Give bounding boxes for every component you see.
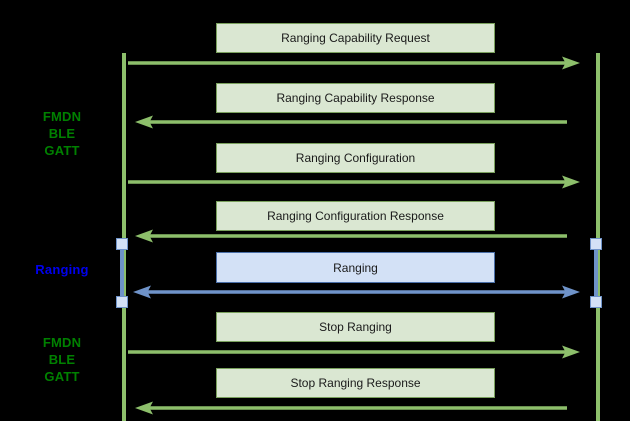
message-box-stop-ranging-response: Stop Ranging Response	[216, 368, 495, 398]
right-activation-bar	[594, 246, 598, 304]
right-lifeline	[596, 53, 600, 421]
phase-label-fmdn-ble-gatt-top: FMDN BLE GATT	[42, 109, 82, 159]
right-activation-start-square	[590, 238, 602, 250]
message-arrow-ranging-configuration-response	[135, 229, 567, 243]
message-arrow-ranging-configuration	[128, 175, 580, 189]
left-lifeline	[122, 53, 126, 421]
message-arrow-stop-ranging-response	[135, 401, 567, 415]
message-box-ranging-capability-response: Ranging Capability Response	[216, 83, 495, 113]
message-arrow-stop-ranging	[128, 345, 580, 359]
message-arrow-ranging-bidirectional	[133, 285, 580, 299]
left-activation-start-square	[116, 238, 128, 250]
left-activation-bar	[120, 246, 124, 304]
phase-label-fmdn-ble-gatt-bottom: FMDN BLE GATT	[42, 335, 82, 385]
message-arrow-ranging-capability-request	[128, 56, 580, 70]
message-box-stop-ranging: Stop Ranging	[216, 312, 495, 342]
message-box-ranging-configuration: Ranging Configuration	[216, 143, 495, 173]
phase-label-ranging: Ranging	[35, 262, 89, 277]
right-activation-end-square	[590, 296, 602, 308]
left-activation-end-square	[116, 296, 128, 308]
message-box-ranging: Ranging	[216, 252, 495, 283]
message-box-ranging-capability-request: Ranging Capability Request	[216, 23, 495, 53]
message-arrow-ranging-capability-response	[135, 115, 567, 129]
message-box-ranging-configuration-response: Ranging Configuration Response	[216, 201, 495, 231]
